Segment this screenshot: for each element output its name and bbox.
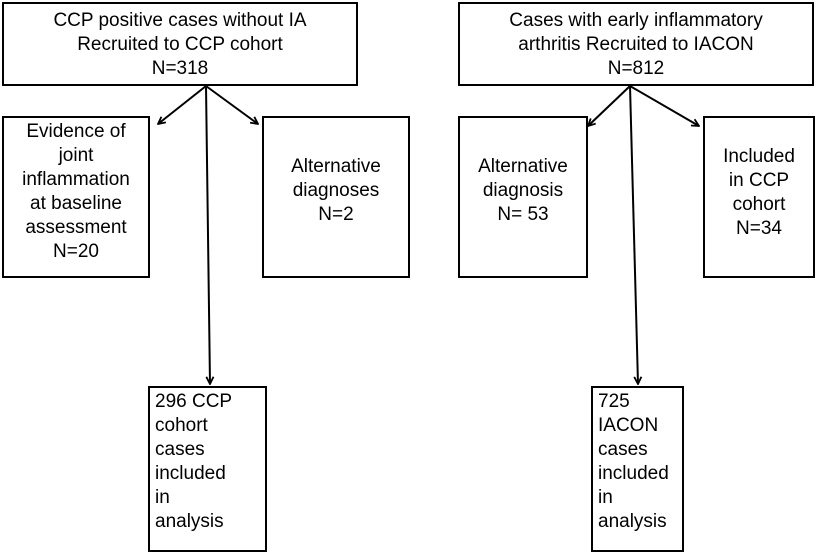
joint-box-line-4: at baseline [30,193,122,214]
iacon-box-line-1: Cases with early inflammatory [509,10,763,31]
ccp-analysis-line-6: analysis [155,511,224,532]
alt-diagnosis-line-1: Alternative [478,156,568,177]
joint-box-line-1: Evidence of [26,121,126,142]
ccp-analysis-box: 296 CCP cohort cases included in analysi… [148,386,267,552]
ccp-analysis-line-5: in [155,487,170,508]
alt-diagnoses-line-2: diagnoses [292,180,380,201]
ccp-positive-cases-box: CCP positive cases without IA Recruited … [2,2,358,86]
arrow-left-to-ccp-analysis [205,85,210,384]
included-ccp-line-3: cohort [732,194,786,215]
included-ccp-line-1: Included [723,146,795,167]
ccp-box-count: N=318 [151,58,209,79]
included-ccp-count: N=34 [736,218,782,239]
included-ccp-cohort-box: Included in CCP cohort N=34 [703,116,815,278]
included-ccp-line-2: in CCP [728,170,790,191]
early-inflammatory-arthritis-box: Cases with early inflammatory arthritis … [458,2,814,86]
iacon-analysis-line-6: analysis [598,511,667,532]
joint-box-line-3: inflammation [22,169,130,190]
iacon-box-count: N=812 [607,58,665,79]
ccp-analysis-line-2: cohort [155,415,208,436]
arrow-right-to-included-ccp [629,85,699,126]
arrow-left-to-joint-inflammation [158,85,207,124]
ccp-box-line-2: Recruited to CCP cohort [77,34,283,55]
joint-box-count: N=20 [53,241,99,262]
arrow-right-to-alternative-diagnosis [588,85,631,126]
iacon-analysis-box: 725 IACON cases included in analysis [591,386,684,552]
alt-diagnosis-line-2: diagnosis [482,180,564,201]
iacon-analysis-line-5: in [598,487,613,508]
iacon-analysis-line-2: IACON [598,415,659,436]
alt-diagnosis-count: N= 53 [497,204,549,225]
iacon-analysis-line-1: 725 [598,391,630,412]
arrow-left-to-alternative-diagnoses [205,85,258,124]
alt-diagnoses-line-1: Alternative [291,156,381,177]
joint-box-line-5: assessment [25,217,127,238]
ccp-analysis-line-1: 296 CCP [155,391,233,412]
ccp-analysis-line-3: cases [155,439,205,460]
joint-box-line-2: joint [58,145,94,166]
alt-diagnoses-count: N=2 [318,204,354,225]
arrow-right-to-iacon-analysis [629,85,638,384]
iacon-box-line-2: arthritis Recruited to IACON [518,34,754,55]
alternative-diagnosis-box: Alternative diagnosis N= 53 [458,116,588,278]
joint-inflammation-box: Evidence of joint inflammation at baseli… [2,116,150,278]
iacon-analysis-line-3: cases [598,439,648,460]
iacon-analysis-line-4: included [598,463,669,484]
ccp-analysis-line-4: included [155,463,226,484]
alternative-diagnoses-box: Alternative diagnoses N=2 [262,116,410,278]
ccp-box-line-1: CCP positive cases without IA [53,10,307,31]
